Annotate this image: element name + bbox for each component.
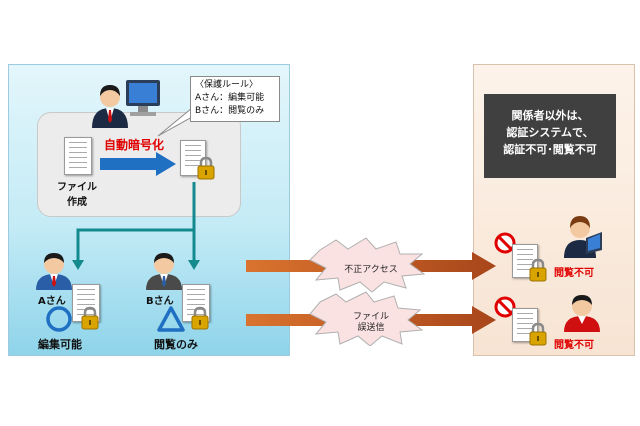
encrypt-arrow <box>100 152 176 176</box>
denied-lock-icon-1 <box>529 258 547 282</box>
file-create-line-2: 作成 <box>67 197 87 208</box>
user-b-name: Bさん <box>146 296 174 307</box>
denied-lock-icon-2 <box>529 322 547 346</box>
callout-rule-b: Bさん：閲覧のみ <box>195 106 265 116</box>
missend-label: ファイル 誤送信 <box>330 312 412 334</box>
user-b-permission: 閲覧のみ <box>154 338 198 351</box>
missend-line-1: ファイル <box>352 312 389 322</box>
user-a-name: Aさん <box>38 296 66 307</box>
auth-notice-box: 関係者以外は、 認証システムで、 認証不可･閲覧不可 <box>484 94 616 178</box>
file-create-line-1: ファイル <box>57 182 97 193</box>
denied-label-2: 閲覧不可 <box>554 340 594 351</box>
auth-notice-line-3: 認証不可･閲覧不可 <box>503 143 597 156</box>
edit-allowed-circle-icon <box>46 306 72 332</box>
view-only-triangle-icon <box>157 306 185 332</box>
callout-rule-a: Aさん：編集可能 <box>195 93 265 103</box>
file-create-label: ファイル 作成 <box>50 180 104 210</box>
unauthorized-access-label: 不正アクセス <box>344 265 398 275</box>
user-a-avatar <box>36 253 72 290</box>
outsider-red-shirt-icon <box>564 295 600 332</box>
prohibited-icon-1 <box>494 232 516 254</box>
lock-icon <box>197 156 215 180</box>
denied-label-1: 閲覧不可 <box>554 268 594 279</box>
auth-notice-line-1: 関係者以外は、 <box>511 109 589 122</box>
user-a-permission: 編集可能 <box>38 338 82 351</box>
callout-title: 〈保護ルール〉 <box>195 80 259 90</box>
user-b-avatar <box>146 253 182 290</box>
auto-encrypt-label: 自動暗号化 <box>104 138 165 152</box>
outsider-at-laptop-icon <box>564 216 602 258</box>
threat-arrows <box>246 237 496 346</box>
user-a-lock-icon <box>81 306 99 330</box>
user-at-computer-icon <box>92 80 160 128</box>
missend-line-2: 誤送信 <box>357 323 385 333</box>
protection-rule-callout: 〈保護ルール〉 Aさん：編集可能 Bさん：閲覧のみ <box>190 76 280 122</box>
user-b-lock-icon <box>191 306 209 330</box>
auth-notice-line-2: 認証システムで、 <box>506 126 594 139</box>
plain-document-icon <box>64 137 92 175</box>
prohibited-icon-2 <box>494 296 516 318</box>
